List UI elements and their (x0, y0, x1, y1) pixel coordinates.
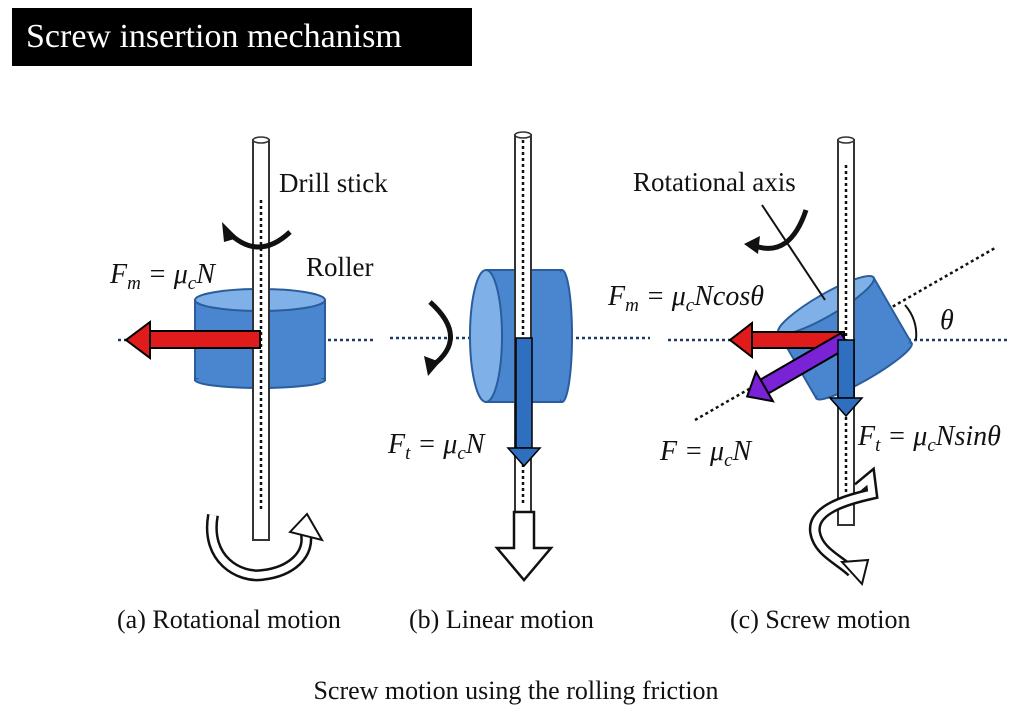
panel-rotational-motion: Drill stick Roller Fm = μcN (109, 136, 388, 582)
ft-equation-c: Ft = μcNsinθ (857, 421, 1001, 456)
rotation-arrow-icon (428, 300, 453, 369)
theta-angle-arc (904, 304, 918, 341)
rotational-axis-pointer (761, 204, 826, 301)
rotation-u-arrow-icon (205, 512, 325, 582)
fm-equation-c: Fm = μcNcosθ (607, 281, 764, 316)
drill-stick-label: Drill stick (279, 168, 388, 198)
rotation-arrowhead-icon (424, 356, 440, 376)
slide-title: Screw insertion mechanism (12, 8, 472, 66)
roller-label: Roller (306, 252, 374, 282)
panel-linear-motion: Ft = μcN (387, 131, 650, 582)
linear-down-arrow-icon (494, 510, 554, 582)
ft-arrow (828, 339, 864, 418)
panel-screw-motion: θ Rotational axis Fm = μcNcosθ F = μcN F… (607, 136, 1010, 587)
ft-arrow (506, 337, 542, 468)
drill-stick (837, 136, 855, 526)
caption-linear-motion: (b) Linear motion (409, 605, 594, 634)
footer-caption: Screw motion using the rolling friction (313, 676, 718, 705)
caption-screw-motion: (c) Screw motion (730, 605, 911, 634)
theta-label: θ (940, 305, 954, 336)
rotation-arrowhead-icon (222, 222, 238, 242)
rotation-arrowhead-icon (744, 236, 760, 254)
rotation-arrow-icon (754, 209, 809, 251)
fm-equation-a: Fm = μcN (109, 259, 216, 294)
screw-rotation-arrow-icon (808, 466, 879, 587)
ft-equation-b: Ft = μcN (387, 429, 486, 464)
f-equation-c: F = μcN (659, 436, 753, 471)
caption-rotational-motion: (a) Rotational motion (117, 605, 341, 634)
fm-arrow (124, 320, 261, 360)
rotational-axis-label: Rotational axis (633, 167, 796, 197)
tilted-axis-line (694, 246, 996, 422)
